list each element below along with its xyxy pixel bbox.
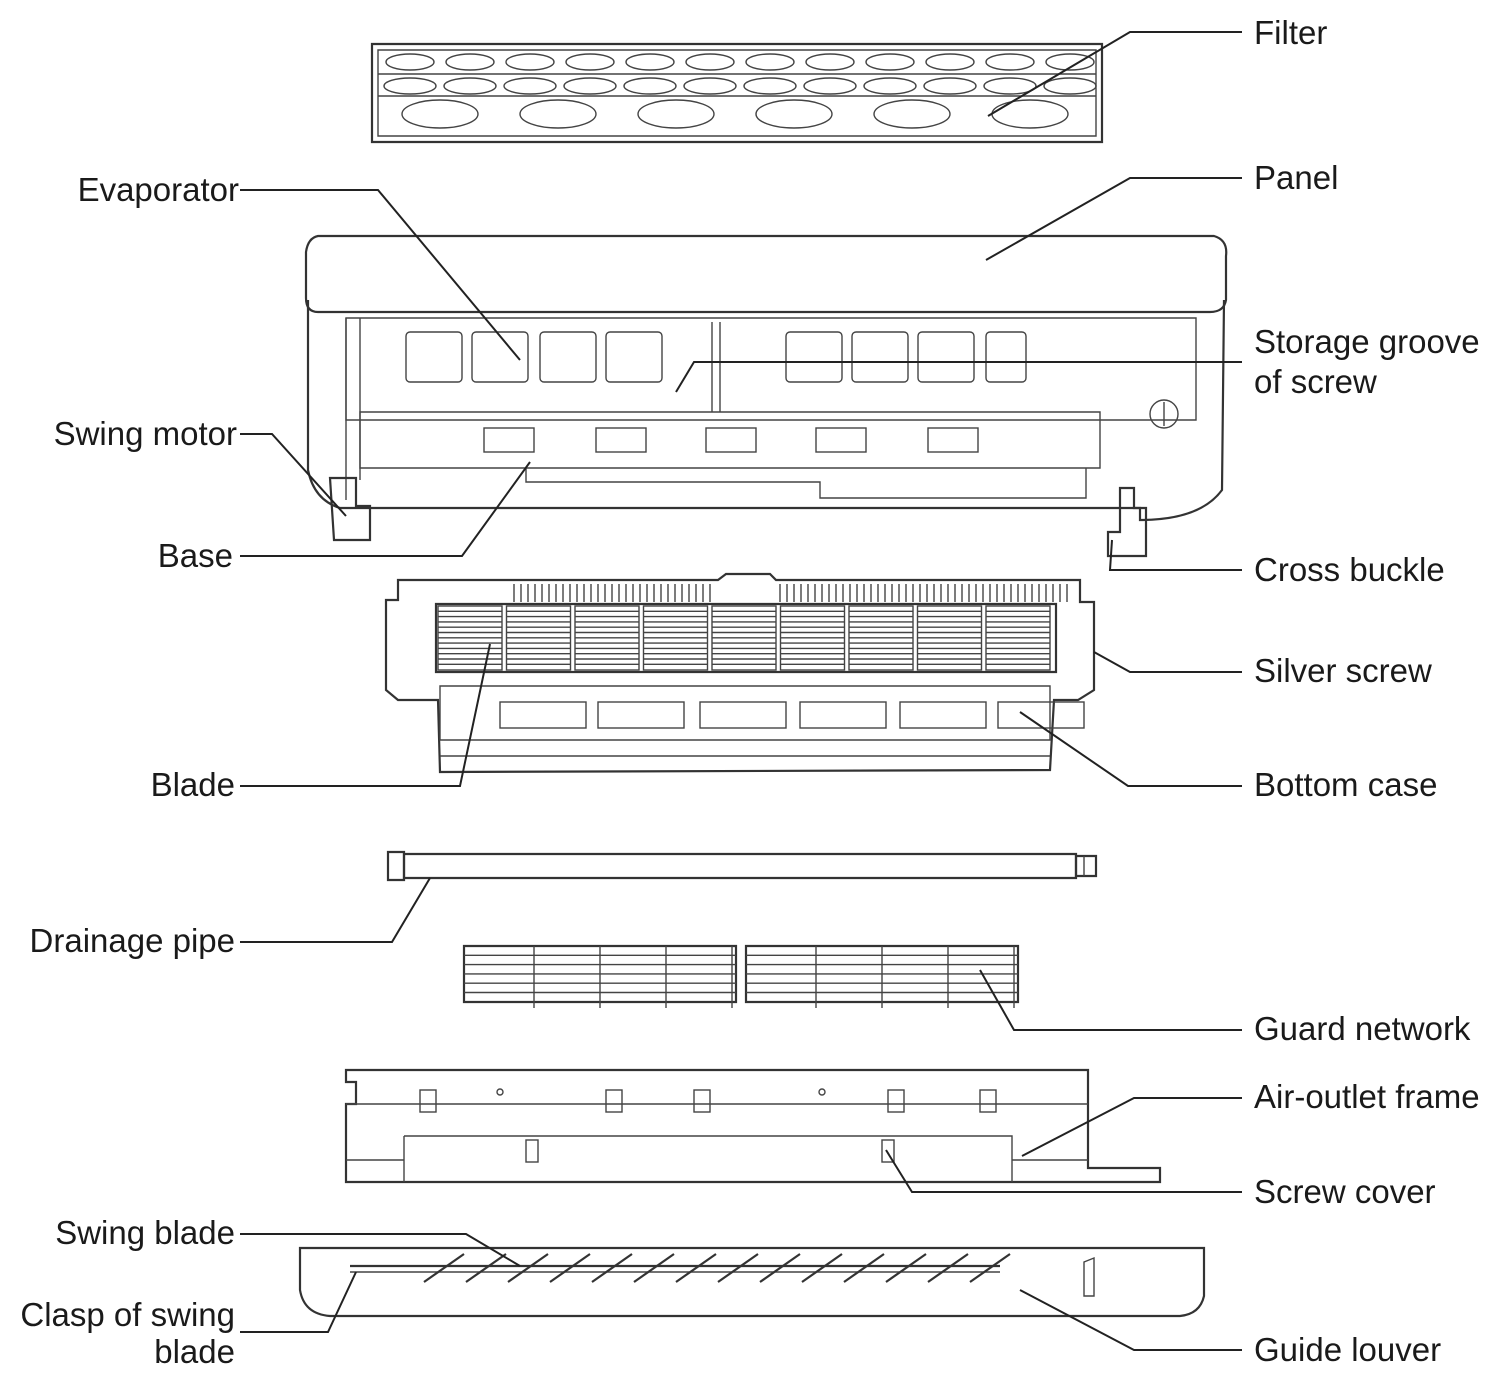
clasp-of-swing-blade-label-line1: Clasp of swing (20, 1296, 235, 1333)
base-tab (595, 427, 647, 453)
filter-hole (743, 77, 797, 95)
frame-hole (496, 1088, 504, 1096)
base-tab (705, 427, 757, 453)
swing-blade (759, 1253, 801, 1283)
frame-hole (818, 1088, 826, 1096)
case-slot (597, 701, 685, 729)
filter-hole (805, 53, 855, 71)
bottom-case-part (384, 572, 1096, 774)
base-tab (927, 427, 979, 453)
filter-hole (983, 77, 1037, 95)
filter-hole (683, 77, 737, 95)
case-slot (997, 701, 1085, 729)
guide-louver-label: Guide louver (1254, 1331, 1442, 1368)
filter-hole (991, 99, 1069, 129)
filter-hole (401, 99, 479, 129)
drainage-pipe-label: Drainage pipe (29, 922, 235, 959)
blade-label: Blade (150, 766, 235, 803)
frame-tab (979, 1089, 997, 1113)
swing-blade (465, 1253, 507, 1283)
filter-hole (925, 53, 975, 71)
evaporator-label: Evaporator (77, 171, 239, 208)
frame-tab (693, 1089, 711, 1113)
filter-hole (445, 53, 495, 71)
filter-hole (923, 77, 977, 95)
swing-blade (633, 1253, 675, 1283)
storage-groove-label-line2: of screw (1254, 363, 1377, 400)
guide-louver-part (298, 1246, 1206, 1318)
filter-hole (385, 53, 435, 71)
filter-hole (803, 77, 857, 95)
base-tab (483, 427, 535, 453)
evaporator-cell (985, 331, 1027, 383)
filter-hole (873, 99, 951, 129)
clasp-of-swing-blade-label-line2: blade (154, 1333, 235, 1370)
leader-lines (240, 31, 1242, 1351)
swing-blade (969, 1253, 1011, 1283)
swing-blade (801, 1253, 843, 1283)
frame-tab (887, 1089, 905, 1113)
swing-blade-label: Swing blade (55, 1214, 235, 1251)
air-outlet-frame-part (344, 1068, 1162, 1184)
evaporator-cell (605, 331, 663, 383)
case-slot (899, 701, 987, 729)
filter-label: Filter (1254, 14, 1328, 51)
swing-blade (843, 1253, 885, 1283)
filter-hole (1043, 77, 1097, 95)
panel-label: Panel (1254, 159, 1339, 196)
swing-blade (675, 1253, 717, 1283)
filter-hole (563, 77, 617, 95)
evaporator-cell (471, 331, 529, 383)
filter-hole (565, 53, 615, 71)
swing-blade (717, 1253, 759, 1283)
bottom-case-label: Bottom case (1254, 766, 1438, 803)
filter-hole (625, 53, 675, 71)
evaporator-cell (539, 331, 597, 383)
filter-hole (503, 77, 557, 95)
evaporator-cell (785, 331, 843, 383)
filter-hole (985, 53, 1035, 71)
filter-hole (755, 99, 833, 129)
filter-hole (505, 53, 555, 71)
swing-motor-label: Swing motor (53, 415, 237, 452)
drainage-pipe-part (386, 850, 1098, 882)
case-slot (499, 701, 587, 729)
guard-network-label: Guard network (1254, 1010, 1471, 1047)
base-tab (815, 427, 867, 453)
evaporator-cell (917, 331, 975, 383)
swing-blade (507, 1253, 549, 1283)
filter-hole (383, 77, 437, 95)
swing-blade (549, 1253, 591, 1283)
swing-blade (423, 1253, 465, 1283)
filter-hole (745, 53, 795, 71)
frame-tab (419, 1089, 437, 1113)
case-slot (799, 701, 887, 729)
filter-hole (443, 77, 497, 95)
frame-tab (605, 1089, 623, 1113)
filter-hole (863, 77, 917, 95)
screw-cover-label: Screw cover (1254, 1173, 1436, 1210)
panel-part (304, 234, 1228, 558)
base-label: Base (157, 537, 233, 574)
filter-hole (685, 53, 735, 71)
cross-buckle-label: Cross buckle (1254, 551, 1445, 588)
swing-blade (927, 1253, 969, 1283)
filter-hole (1045, 53, 1095, 71)
case-slot (699, 701, 787, 729)
filter-hole (623, 77, 677, 95)
evaporator-cell (851, 331, 909, 383)
swing-blade (591, 1253, 633, 1283)
air-outlet-frame-label: Air-outlet frame (1254, 1078, 1480, 1115)
filter-hole (865, 53, 915, 71)
filter-hole (637, 99, 715, 129)
guard-network-part (462, 944, 1020, 1008)
swing-blade (885, 1253, 927, 1283)
evaporator-cell (405, 331, 463, 383)
filter-hole (519, 99, 597, 129)
storage-groove-label-line1: Storage groove (1254, 323, 1480, 360)
silver-screw-label: Silver screw (1254, 652, 1432, 689)
filter-part (370, 42, 1104, 144)
